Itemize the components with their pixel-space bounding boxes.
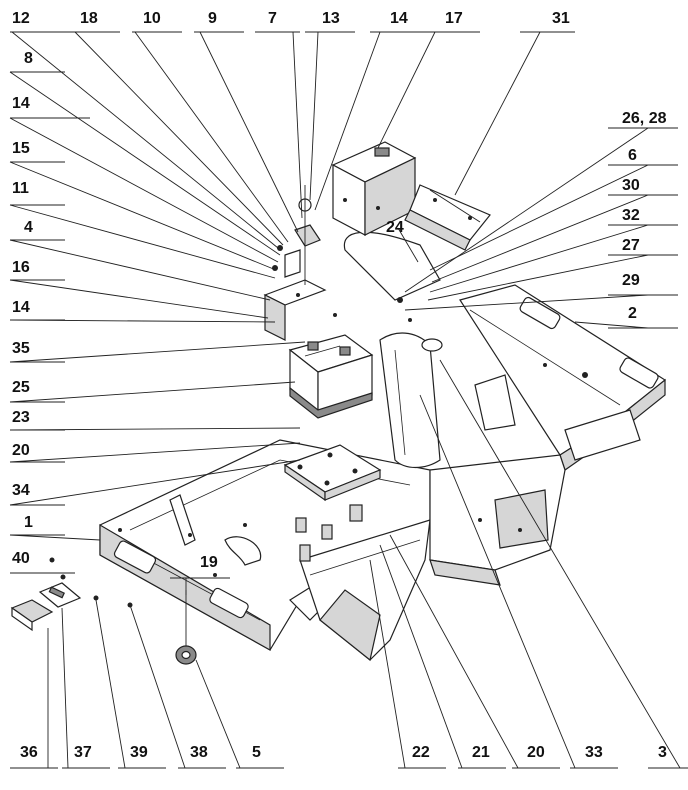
callout-inline-0: 24 xyxy=(386,219,404,236)
callout-left-4: 11 xyxy=(12,180,29,197)
callout-left-10: 23 xyxy=(12,409,30,426)
wheel-assembly xyxy=(175,590,197,665)
callout-bottom-7: 20 xyxy=(527,744,545,761)
callout-left-9: 25 xyxy=(12,379,30,396)
callout-bottom-4: 5 xyxy=(252,744,261,761)
callout-top-7: 31 xyxy=(552,10,570,27)
callout-bottom-5: 22 xyxy=(412,744,430,761)
callout-right-5: 29 xyxy=(622,272,640,289)
callout-bottom-3: 38 xyxy=(190,744,208,761)
callout-bottom-8: 33 xyxy=(585,744,603,761)
callout-top-4: 13 xyxy=(322,10,340,27)
callout-right-1: 6 xyxy=(628,147,637,164)
callout-left-5: 4 xyxy=(24,219,33,236)
callout-top-6: 17 xyxy=(445,10,463,27)
callout-top-0: 18 xyxy=(80,10,98,27)
callout-bottom-2: 39 xyxy=(130,744,148,761)
callout-left-1: 8 xyxy=(24,50,33,67)
battery-clamp-assembly xyxy=(263,185,337,341)
reflector-parts xyxy=(10,557,133,632)
callout-right-2: 30 xyxy=(622,177,640,194)
callout-left-11: 20 xyxy=(12,442,30,459)
rear-side-panel xyxy=(429,409,641,586)
callout-bottom-9: 3 xyxy=(658,744,667,761)
battery xyxy=(288,334,374,419)
callout-top-2: 9 xyxy=(208,10,217,27)
callout-right-3: 32 xyxy=(622,207,640,224)
callout-left-2: 14 xyxy=(12,95,30,112)
callout-left-0: 12 xyxy=(12,10,30,27)
assembly-drawing xyxy=(10,141,667,665)
callout-inline-1: 19 xyxy=(200,554,218,571)
center-column xyxy=(343,231,443,469)
callout-bottom-1: 37 xyxy=(74,744,92,761)
callout-left-3: 15 xyxy=(12,140,30,157)
callout-right-6: 2 xyxy=(628,305,637,322)
callout-bottom-6: 21 xyxy=(472,744,490,761)
callout-right-4: 27 xyxy=(622,237,640,254)
callout-right-0: 26, 28 xyxy=(622,110,667,127)
control-box xyxy=(331,141,417,236)
callout-top-5: 14 xyxy=(390,10,408,27)
lower-hopper xyxy=(299,519,431,662)
callout-left-6: 16 xyxy=(12,259,30,276)
callout-left-13: 1 xyxy=(24,514,33,531)
callout-left-8: 35 xyxy=(12,340,30,357)
callout-left-12: 34 xyxy=(12,482,30,499)
terminal-strip xyxy=(404,184,491,251)
callout-top-1: 10 xyxy=(143,10,161,27)
callout-left-7: 14 xyxy=(12,299,30,316)
callout-left-14: 40 xyxy=(12,550,30,567)
callout-bottom-0: 36 xyxy=(20,744,38,761)
battery-tray xyxy=(283,444,382,562)
callout-top-3: 7 xyxy=(268,10,277,27)
leader-lines xyxy=(9,31,681,769)
